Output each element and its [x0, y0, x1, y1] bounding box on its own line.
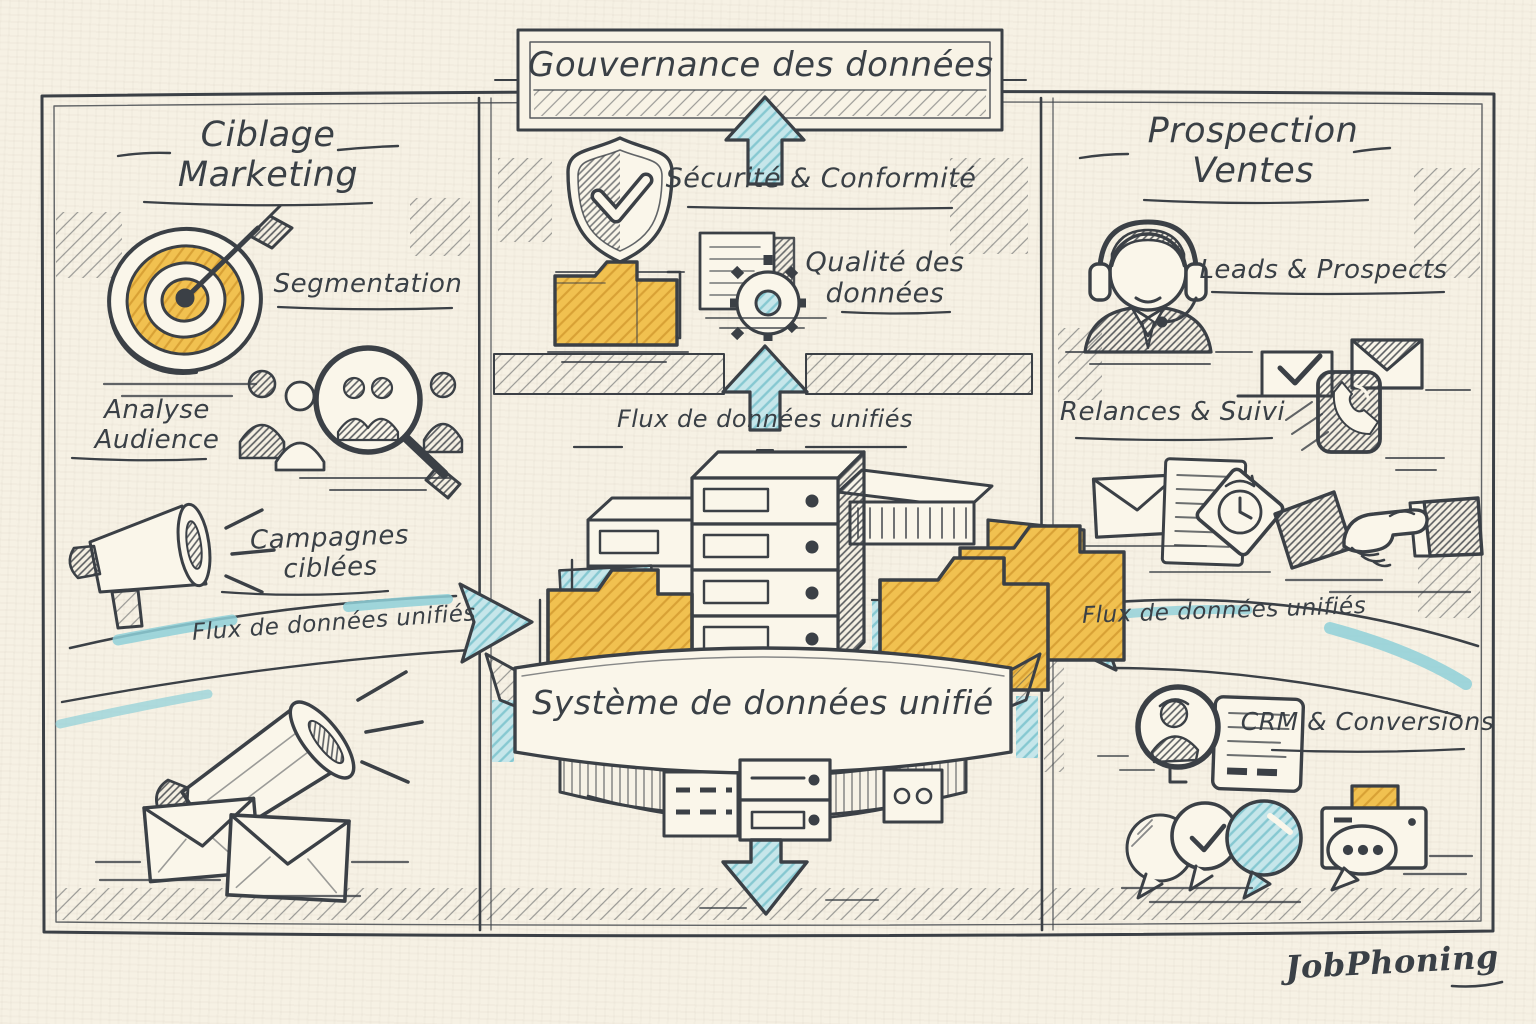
security-label: Sécurité & Conformité	[665, 163, 977, 194]
center-flux-label: Flux de données unifiés	[616, 405, 914, 433]
segmentation-underline	[276, 305, 454, 311]
campaigns-underline	[220, 589, 390, 596]
contact-card-icon	[1097, 684, 1306, 793]
right-flow-swoosh	[1110, 598, 1480, 718]
segmentation-label: Segmentation	[273, 269, 463, 299]
system-ribbon-banner	[484, 646, 1042, 775]
right-flow-arrow-icon	[458, 582, 534, 664]
chat-check-bubble-icon	[1125, 801, 1240, 900]
audience-magnifier-icon	[238, 345, 464, 500]
megaphone-icon	[68, 502, 276, 630]
envelopes-icon	[94, 796, 410, 903]
document-gear-icon	[698, 231, 827, 341]
left-flow-swoosh	[55, 594, 472, 729]
panel-dividers	[477, 96, 1054, 932]
smartphone-call-icon	[1285, 370, 1445, 471]
quality-underline	[840, 310, 952, 315]
audience-underline	[70, 456, 208, 462]
left-panel-title: Ciblage Marketing	[177, 115, 359, 195]
printer-chat-icon	[1320, 784, 1474, 892]
signature-flourish	[1450, 980, 1504, 988]
left-title-decoration	[116, 144, 400, 207]
security-underline	[686, 205, 954, 210]
audience-label: Analyse Audience	[94, 395, 220, 455]
governance-banner-title: Gouvernance des données	[528, 45, 994, 85]
server-drawer-icon	[738, 758, 832, 842]
crm-underline	[1270, 747, 1466, 753]
right-title-decoration	[1078, 146, 1392, 205]
chat-bubble-blue-icon	[1120, 799, 1303, 904]
folder-icon	[547, 260, 689, 363]
down-arrow-icon	[699, 838, 879, 916]
quality-label: Qualité des données	[805, 247, 965, 309]
envelope-document-clock-icons	[1085, 457, 1285, 573]
center-hatch-band	[493, 353, 1033, 395]
server-folder-stack-icon	[492, 450, 1126, 762]
system-banner-label: Système de données unifié	[532, 683, 994, 722]
leads-label: Leads & Prospects	[1199, 255, 1448, 285]
right-panel-title: Prospection Ventes	[1147, 111, 1359, 191]
leads-underline	[1210, 290, 1446, 296]
crm-label: CRM & Conversions	[1240, 707, 1495, 736]
up-arrow-icon	[721, 344, 809, 432]
campaigns-label: Campagnes ciblées	[249, 520, 410, 585]
handshake-icon	[1273, 490, 1484, 594]
followup-label: Relances & Suivi	[1059, 397, 1286, 427]
followup-underline	[1074, 436, 1274, 442]
up-arrow-icon	[724, 95, 806, 186]
support-agent-headset-icon	[1065, 219, 1253, 365]
target-arrow-icon	[102, 204, 294, 398]
